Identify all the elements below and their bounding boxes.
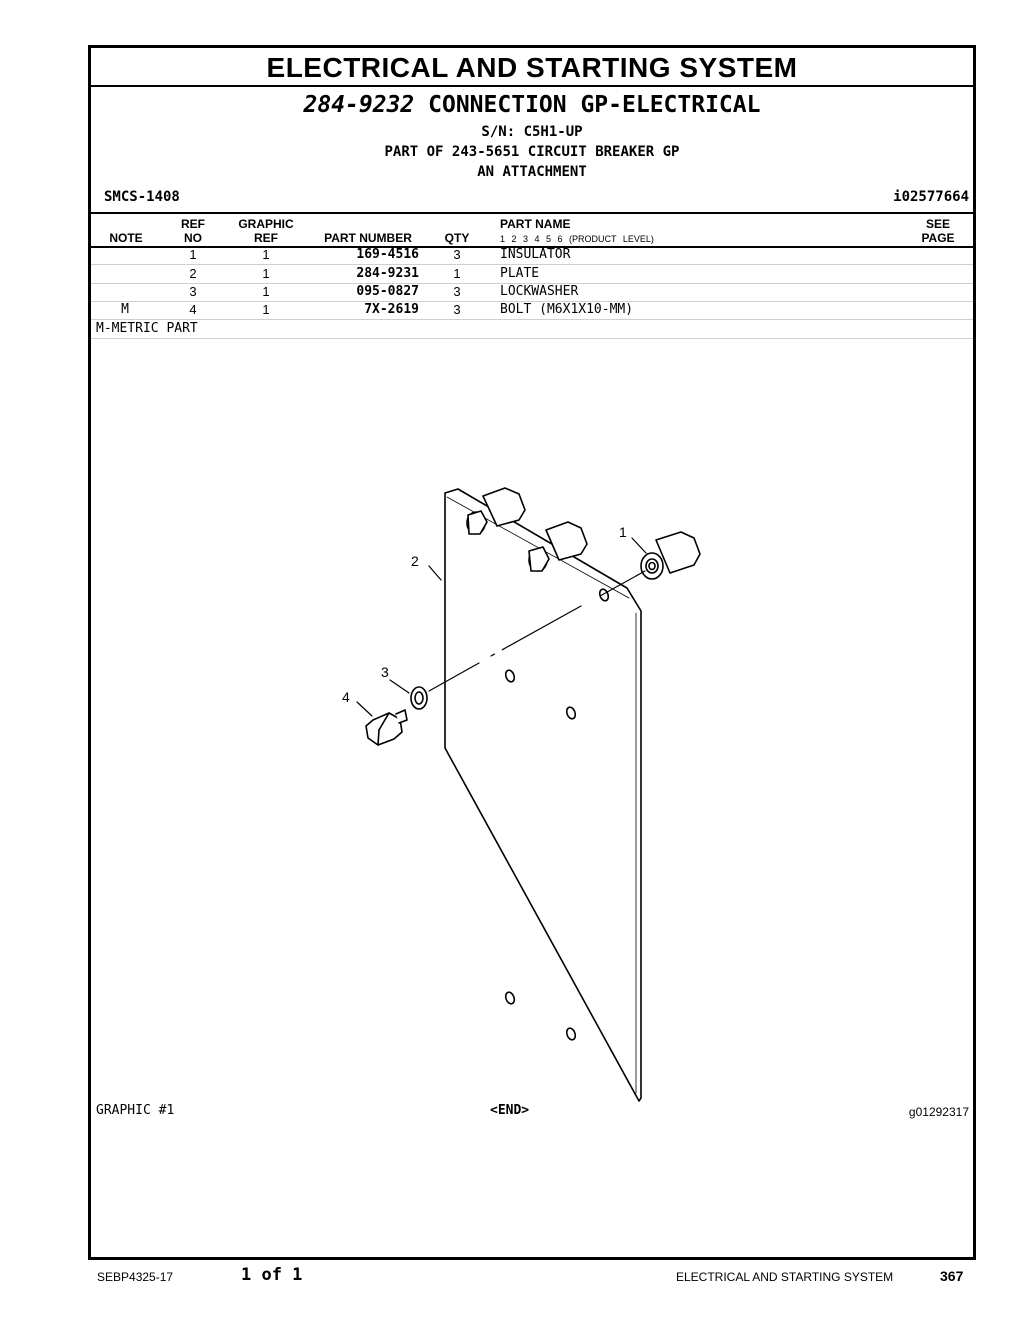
- callout-3: 3: [381, 664, 389, 680]
- col-part-name: PART NAME: [500, 217, 571, 231]
- col-note: NOTE: [109, 231, 143, 245]
- row-part-name: LOCKWASHER: [500, 284, 579, 299]
- row-part-name: INSULATOR: [500, 247, 571, 262]
- plate-hole: [565, 1027, 577, 1041]
- mounted-insulator: [466, 487, 526, 535]
- footer-section: ELECTRICAL AND STARTING SYSTEM: [676, 1270, 894, 1284]
- assembly-centerline: [428, 570, 646, 692]
- graphic-id: g01292317: [908, 1105, 969, 1119]
- page-frame: ELECTRICAL AND STARTING SYSTEM 284-9232 …: [88, 45, 976, 1260]
- plate-outline: [444, 488, 642, 1102]
- callout-2: 2: [411, 553, 419, 569]
- row-part-number: 7X-2619: [364, 302, 419, 317]
- end-marker: <END>: [490, 1103, 530, 1118]
- col-qty: QTY: [444, 231, 470, 245]
- row-ref-no: 4: [189, 302, 197, 317]
- metric-footnote: M-METRIC PART: [96, 321, 198, 336]
- doc-number: SEBP4325-17: [97, 1270, 174, 1284]
- col-graphic-bottom: REF: [254, 231, 278, 245]
- row-graphic-ref: 1: [262, 266, 270, 281]
- plate-hole: [565, 706, 577, 720]
- col-ref-top: REF: [181, 217, 205, 231]
- row-part-name: BOLT (M6X1X10-MM): [500, 302, 634, 317]
- plate-hole: [504, 991, 516, 1005]
- row-part-number: 284-9231: [356, 266, 419, 281]
- group-title: 284-9232 CONNECTION GP-ELECTRICAL: [91, 92, 973, 118]
- graphic-label: GRAPHIC #1: [96, 1103, 175, 1118]
- row-divider: [91, 301, 973, 302]
- row-divider: [91, 338, 973, 339]
- insulator-part: [640, 531, 701, 580]
- row-divider: [91, 264, 973, 265]
- col-ref-bottom: NO: [184, 231, 202, 245]
- col-product-levels: 1 2 3 4 5 6 (PRODUCT LEVEL): [500, 234, 654, 244]
- plate-hole: [504, 669, 516, 683]
- col-graphic-top: GRAPHIC: [238, 217, 294, 231]
- group-name: CONNECTION GP-ELECTRICAL: [428, 92, 761, 118]
- part-of-line: PART OF 243-5651 CIRCUIT BREAKER GP: [384, 144, 680, 160]
- lockwasher-part: [410, 686, 428, 710]
- row-part-number: 169-4516: [356, 247, 419, 262]
- row-graphic-ref: 1: [262, 302, 270, 317]
- header-rule-bottom: [91, 246, 973, 248]
- attachment-line: AN ATTACHMENT: [477, 164, 587, 180]
- page-count: 1 of 1: [241, 1265, 303, 1285]
- col-part-number: PART NUMBER: [324, 231, 412, 245]
- smcs-code: SMCS-1408: [104, 189, 180, 205]
- exploded-parts-drawing: 2 1 3 4: [342, 487, 701, 1102]
- row-part-name: PLATE: [500, 266, 540, 281]
- row-qty: 3: [453, 302, 461, 317]
- col-see-top: SEE: [925, 217, 950, 231]
- serial-number: S/N: C5H1-UP: [481, 124, 583, 140]
- page-number: 367: [940, 1268, 964, 1284]
- row-note: M: [121, 302, 129, 317]
- row-ref-no: 3: [189, 284, 197, 299]
- header-rule-top: [91, 212, 973, 214]
- row-graphic-ref: 1: [262, 284, 270, 299]
- row-part-number: 095-0827: [356, 284, 419, 299]
- callout-4: 4: [342, 689, 350, 705]
- row-qty: 3: [453, 284, 461, 299]
- illustration-id: i02577664: [893, 189, 969, 205]
- callout-1: 1: [619, 524, 627, 540]
- row-qty: 3: [453, 247, 461, 262]
- mounted-insulator: [528, 521, 588, 572]
- row-divider: [91, 319, 973, 320]
- bolt-part: [365, 709, 408, 746]
- row-graphic-ref: 1: [262, 247, 270, 262]
- col-see-bottom: PAGE: [921, 231, 955, 245]
- row-ref-no: 1: [189, 247, 197, 262]
- row-ref-no: 2: [189, 266, 197, 281]
- group-number: 284-9232: [303, 92, 415, 118]
- section-title: ELECTRICAL AND STARTING SYSTEM: [91, 48, 973, 87]
- row-qty: 1: [453, 266, 461, 281]
- row-divider: [91, 283, 973, 284]
